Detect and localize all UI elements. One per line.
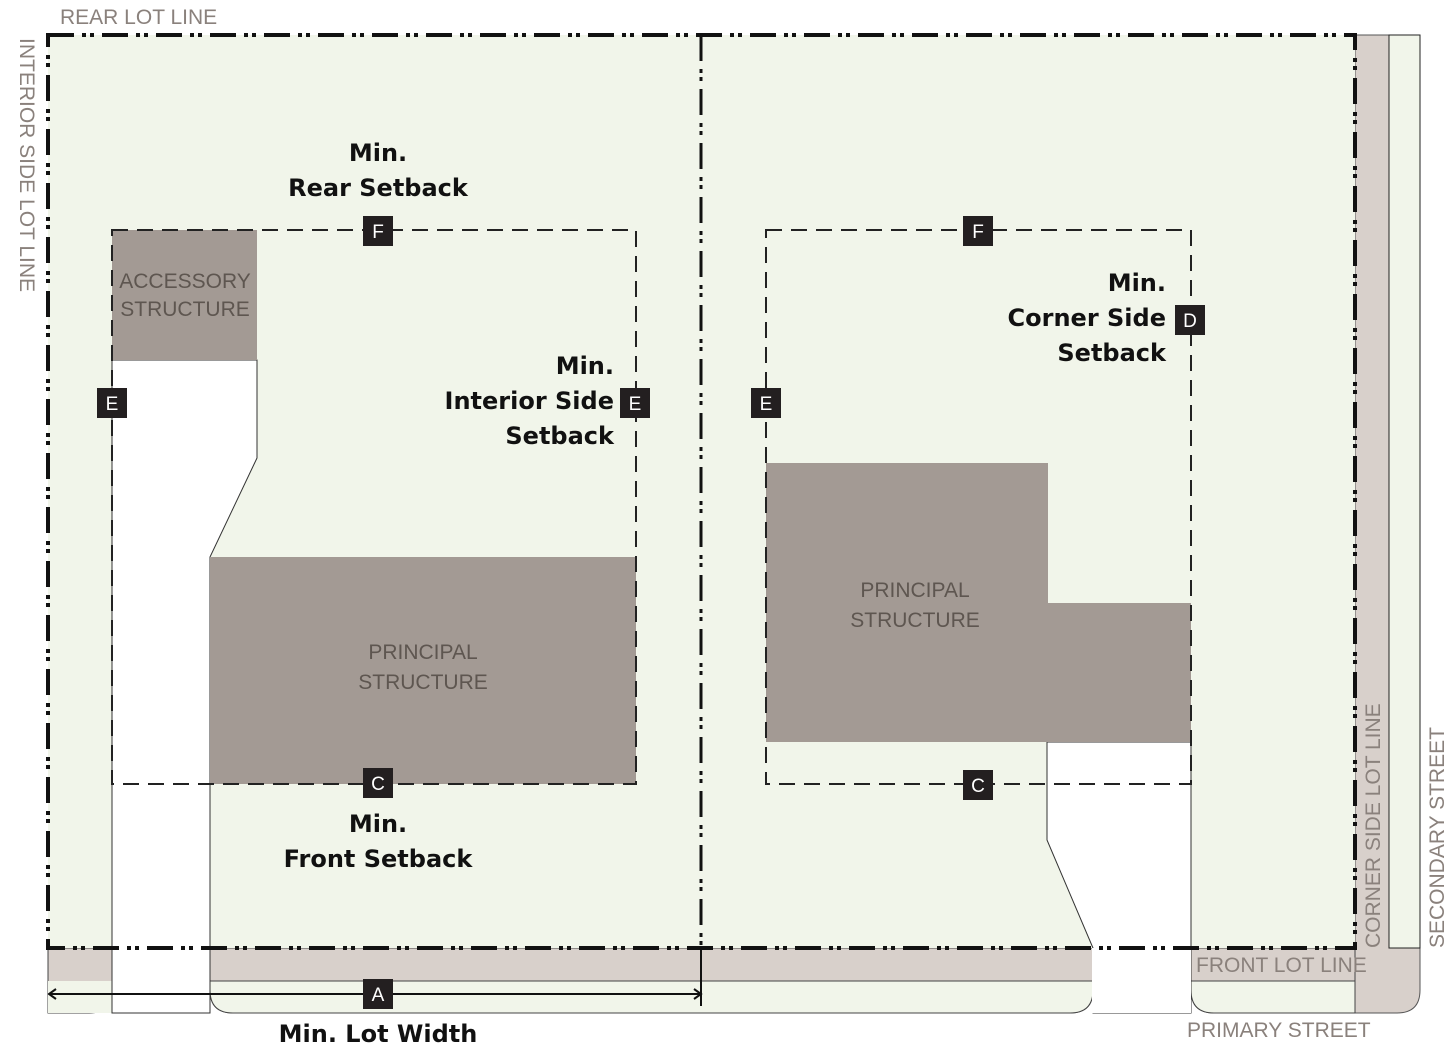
svg-text:A: A [372, 985, 385, 1006]
marker-f-left: F [363, 216, 393, 246]
corner-setback-label-3: Setback [1057, 339, 1167, 367]
marker-e-left: E [97, 388, 127, 418]
svg-text:F: F [972, 222, 984, 243]
svg-text:E: E [760, 394, 773, 415]
rear-setback-label-2: Rear Setback [288, 174, 469, 202]
lot-lines [46, 33, 1357, 950]
svg-text:E: E [106, 394, 119, 415]
parkway-segment [48, 981, 112, 1013]
front-setback-label-2: Front Setback [284, 845, 474, 873]
marker-d: D [1175, 305, 1205, 335]
front-lot-line-label: FRONT LOT LINE [1196, 954, 1367, 977]
principal-left-label-1: PRINCIPAL [368, 641, 477, 664]
marker-c-right: C [963, 770, 993, 800]
principal-right-label-2: STRUCTURE [850, 609, 980, 632]
corner-setback-label-2: Corner Side [1008, 304, 1166, 332]
driveway-apron [1092, 948, 1191, 1013]
accessory-structure [112, 230, 257, 360]
interior-side-lot-line-label: INTERIOR SIDE LOT LINE [15, 38, 38, 292]
markers: F F E E E D C C A [97, 216, 1205, 1009]
svg-text:C: C [971, 776, 985, 797]
rear-lot-line-label: REAR LOT LINE [60, 6, 217, 29]
corner-side-lot-line-label: CORNER SIDE LOT LINE [1362, 703, 1385, 948]
principal-right-label-1: PRINCIPAL [860, 579, 969, 602]
parkway-segment [1190, 980, 1356, 1014]
marker-f-right: F [963, 216, 993, 246]
marker-a: A [363, 979, 393, 1009]
svg-text:E: E [629, 394, 642, 415]
front-setback-label-1: Min. [349, 810, 407, 838]
interior-setback-label-2: Interior Side [445, 387, 614, 415]
svg-text:D: D [1183, 311, 1197, 332]
parkway-segment [209, 980, 1094, 1014]
svg-text:C: C [371, 774, 385, 795]
marker-e-right: E [751, 388, 781, 418]
principal-structure-right [766, 463, 1191, 742]
corner-setback-label-1: Min. [1108, 269, 1166, 297]
rear-setback-label-1: Min. [349, 139, 407, 167]
principal-structure-left [210, 557, 636, 784]
marker-c-left: C [363, 768, 393, 798]
secondary-street-label: SECONDARY STREET [1426, 727, 1449, 948]
marker-e-interior: E [620, 388, 650, 418]
streets [47, 34, 1421, 1014]
accessory-label-1: ACCESSORY [119, 270, 251, 293]
interior-setback-label-1: Min. [556, 352, 614, 380]
lot-width-label: Min. Lot Width [279, 1020, 478, 1048]
principal-left-label-2: STRUCTURE [358, 671, 488, 694]
primary-street-label: PRIMARY STREET [1187, 1019, 1371, 1042]
interior-setback-label-3: Setback [505, 422, 615, 450]
accessory-label-2: STRUCTURE [120, 298, 250, 321]
svg-text:F: F [372, 222, 384, 243]
parkway-strip [1388, 34, 1421, 949]
